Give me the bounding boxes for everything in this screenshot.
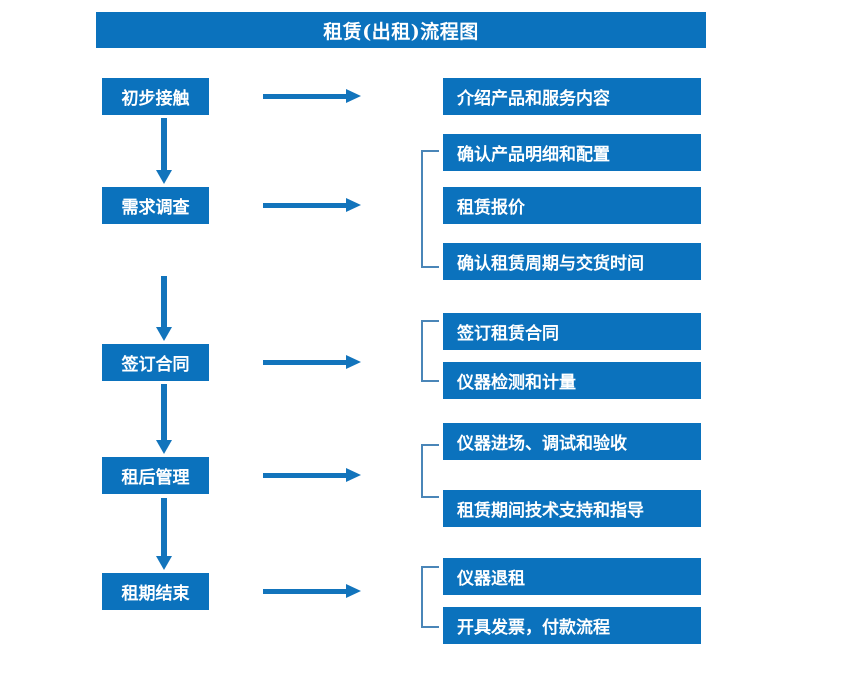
detail-box-qiandingzulinhetong[interactable]: 签订租赁合同 — [443, 313, 701, 350]
group-bracket-stage5 — [421, 566, 439, 628]
horizontal-arrow-stage2 — [263, 197, 361, 213]
group-bracket-stage3 — [421, 320, 439, 382]
detail-box-kaijufapiaofukuanliucheng[interactable]: 开具发票，付款流程 — [443, 607, 701, 644]
stage-box-zuhouguanli[interactable]: 租后管理 — [102, 457, 209, 494]
detail-box-yiqijiancehejiliang[interactable]: 仪器检测和计量 — [443, 362, 701, 399]
vertical-arrow-stage2-to-stage3 — [156, 276, 172, 341]
detail-box-zulinqijianjishuzhichiezhidao[interactable]: 租赁期间技术支持和指导 — [443, 490, 701, 527]
horizontal-arrow-stage5 — [263, 583, 361, 599]
group-bracket-stage4 — [421, 444, 439, 498]
horizontal-arrow-stage4 — [263, 467, 361, 483]
vertical-arrow-stage1-to-stage2 — [156, 118, 172, 184]
vertical-arrow-stage4-to-stage5 — [156, 498, 172, 570]
horizontal-arrow-stage1 — [263, 88, 361, 104]
stage-box-qiandinghetong[interactable]: 签订合同 — [102, 344, 209, 381]
detail-box-jieshaochanpinhefuwuneirong[interactable]: 介绍产品和服务内容 — [443, 78, 701, 115]
detail-box-yiqituizu[interactable]: 仪器退租 — [443, 558, 701, 595]
vertical-arrow-stage3-to-stage4 — [156, 384, 172, 454]
stage-box-zuqijieshu[interactable]: 租期结束 — [102, 573, 209, 610]
stage-box-xuqiudiaocha[interactable]: 需求调查 — [102, 187, 209, 224]
detail-box-yiqijinchangtiaoshiheyanshou[interactable]: 仪器进场、调试和验收 — [443, 423, 701, 460]
detail-box-zulinbaojia[interactable]: 租赁报价 — [443, 187, 701, 224]
page-title: 租赁(出租)流程图 — [96, 12, 706, 48]
group-bracket-stage2 — [421, 150, 439, 268]
detail-box-querenchanpinmingxihepeizhi[interactable]: 确认产品明细和配置 — [443, 134, 701, 171]
stage-box-chubujiechu[interactable]: 初步接触 — [102, 78, 209, 115]
horizontal-arrow-stage3 — [263, 354, 361, 370]
detail-box-querenzulinzhouqiyujiaohuoshijian[interactable]: 确认租赁周期与交货时间 — [443, 243, 701, 280]
